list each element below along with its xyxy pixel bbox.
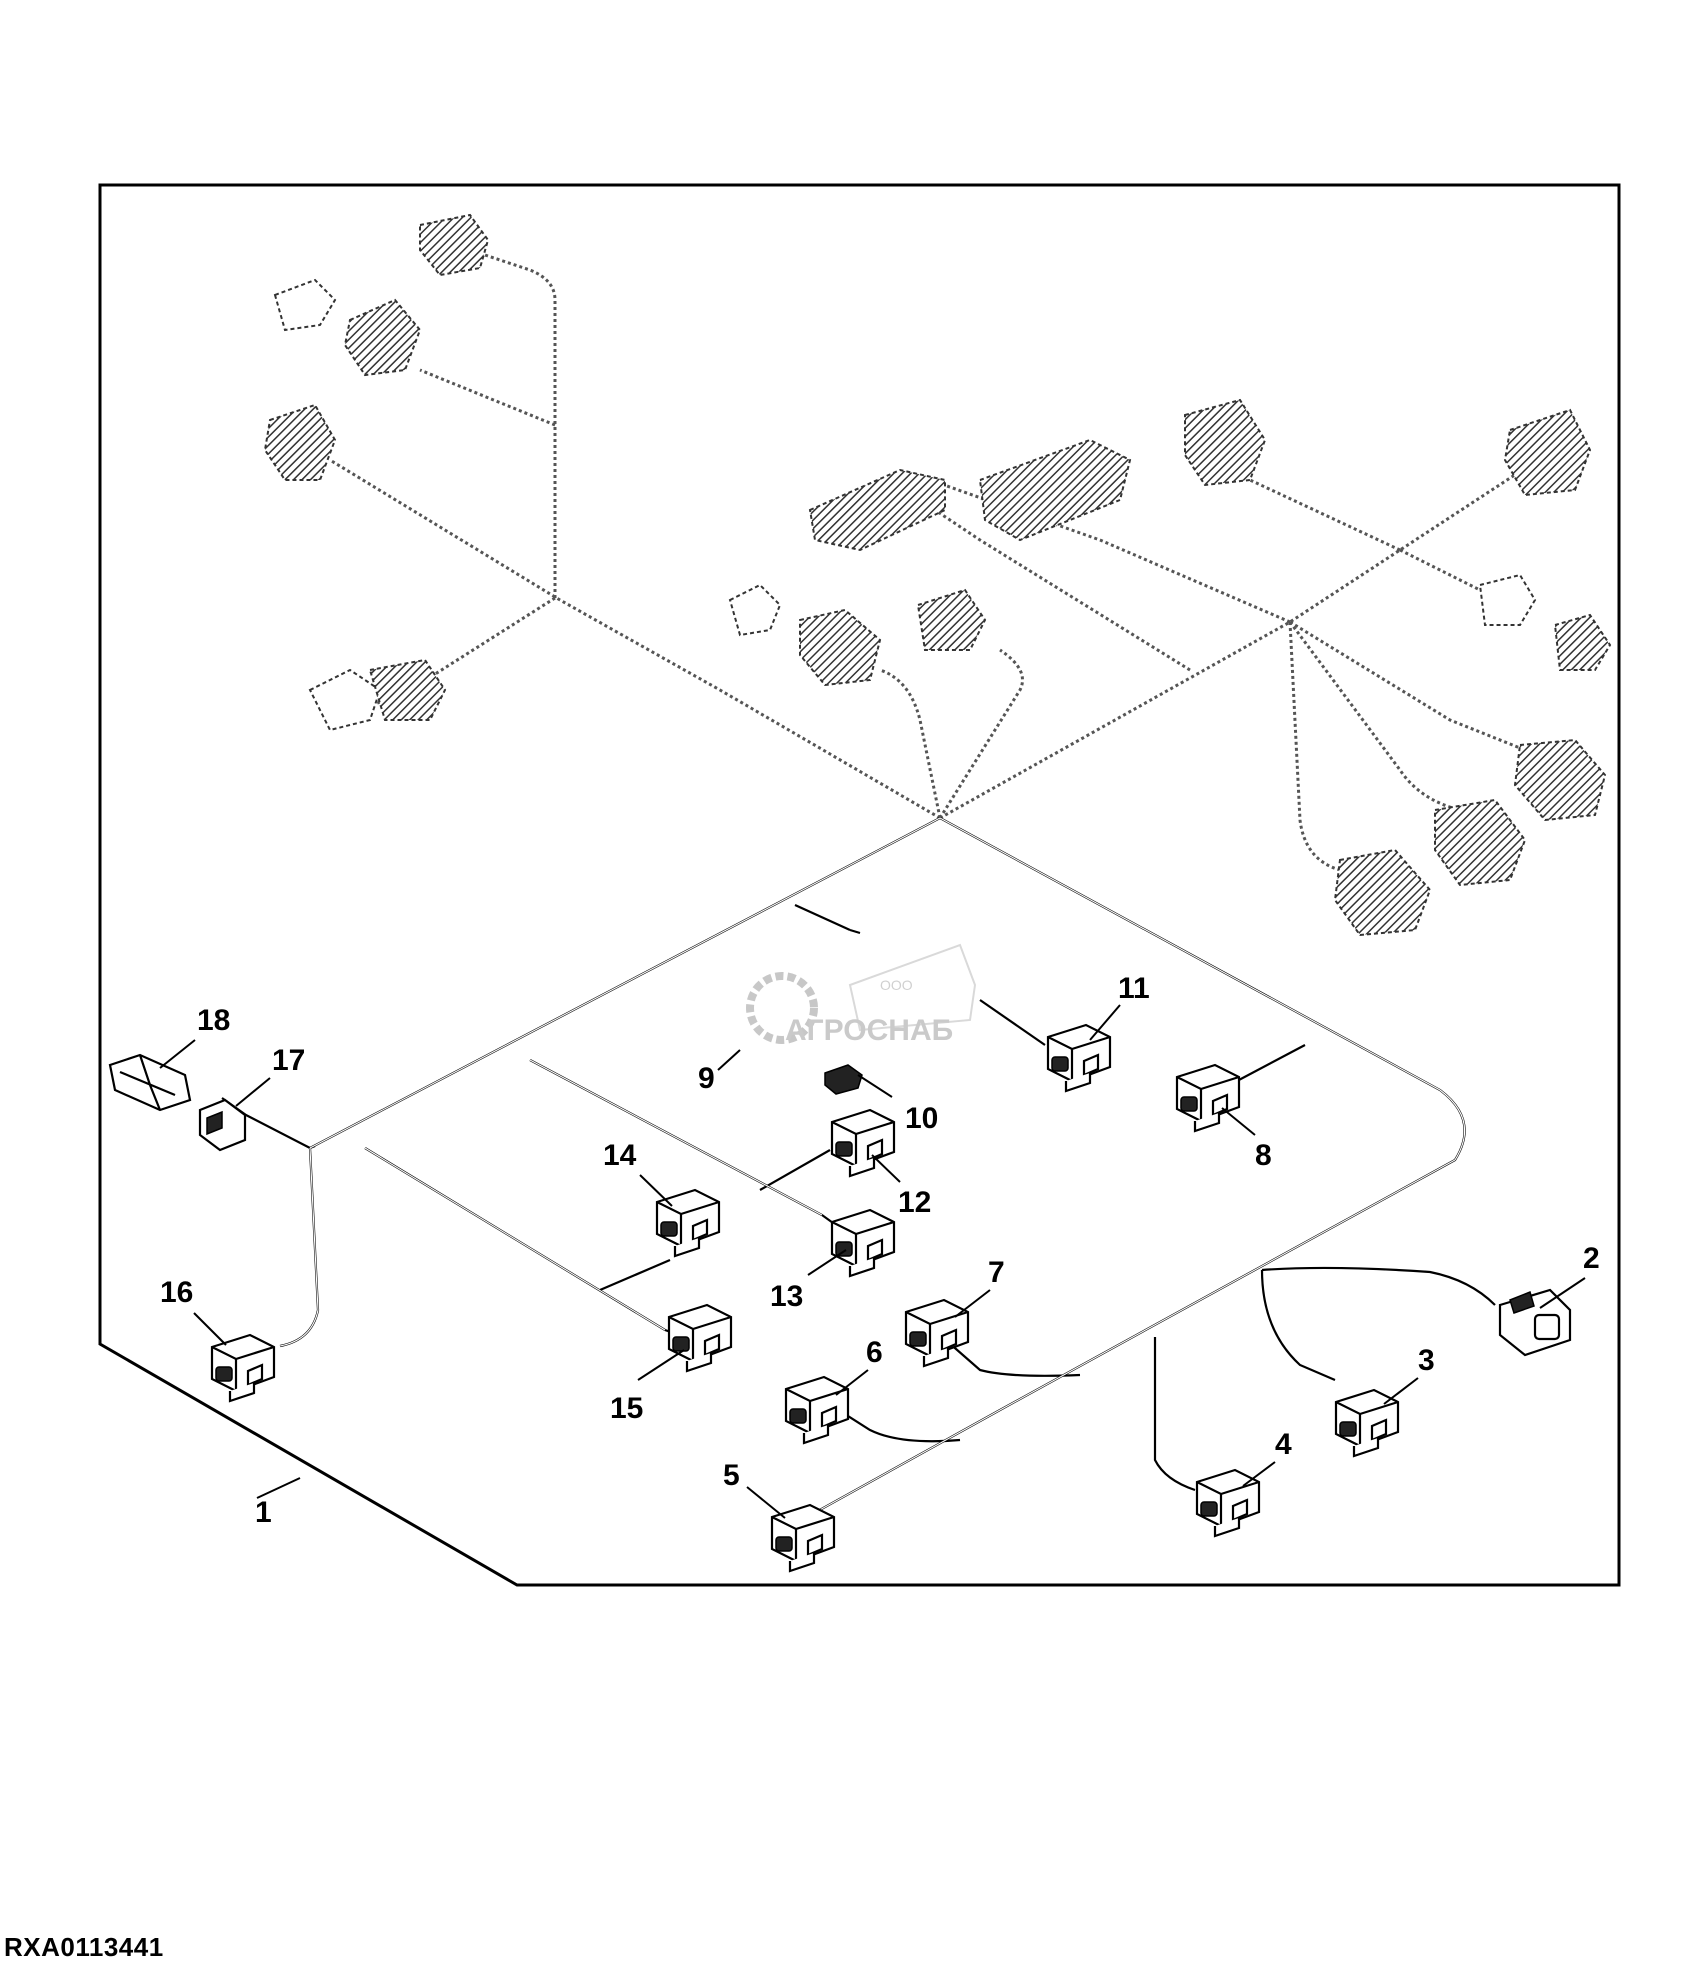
connector-13 [830,1208,896,1278]
watermark-company: АГРОСНАБ [785,1014,953,1047]
connector-15 [667,1303,733,1373]
callout-15: 15 [610,1392,643,1425]
callout-13: 13 [770,1280,803,1313]
connector-16 [210,1333,276,1403]
callout-6: 6 [866,1336,883,1369]
connector-8 [1175,1063,1241,1133]
watermark-prefix: ООО [880,977,913,993]
watermark-logo: ООО АГРОСНАБ [746,943,977,1047]
callout-16: 16 [160,1276,193,1309]
connector-6 [784,1375,850,1445]
callout-1: 1 [255,1496,272,1529]
connector-2 [1498,1288,1572,1357]
callout-17: 17 [272,1044,305,1077]
callout-3: 3 [1418,1344,1435,1377]
connectors [108,1023,1572,1573]
callout-5: 5 [723,1459,740,1492]
figure-id-label: RXA0113441 [4,1932,164,1962]
figure-frame [98,183,1621,1587]
callout-9: 9 [698,1062,715,1095]
connector-7 [904,1298,970,1368]
main-harness [221,817,1496,1533]
callout-18: 18 [197,1004,230,1037]
callout-12: 12 [898,1186,931,1219]
phantom-harness [263,213,1612,937]
callout-2: 2 [1583,1242,1600,1275]
callout-8: 8 [1255,1139,1272,1172]
callout-7: 7 [988,1256,1005,1289]
callout-11: 11 [1118,972,1150,1005]
connector-11 [1046,1023,1112,1093]
callout-labels: 1 2 3 4 5 6 7 8 9 10 11 12 13 14 15 16 1… [160,972,1600,1529]
callout-14: 14 [603,1139,637,1172]
callout-10: 10 [905,1102,938,1135]
connector-10 [824,1064,863,1095]
callout-4: 4 [1275,1428,1292,1461]
connector-18 [108,1053,192,1112]
connector-17 [198,1098,247,1152]
leader-lines [159,1004,1586,1519]
